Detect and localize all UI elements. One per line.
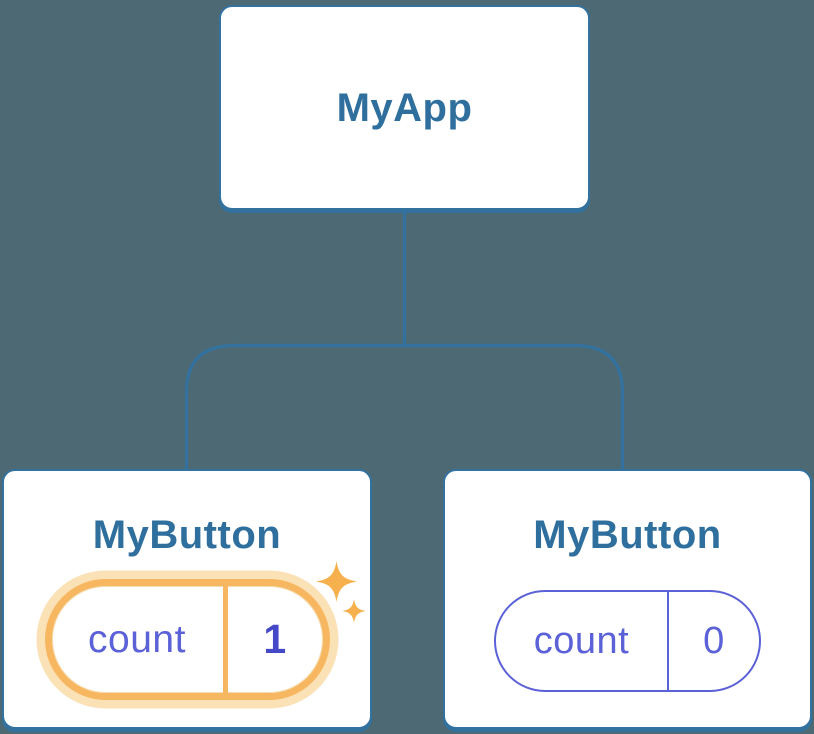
state-value-label: 0 [703,620,725,662]
state-value-label: 1 [263,616,287,662]
state-pill-active: count 1 [44,579,330,700]
state-key-label: count [88,618,186,661]
node-mybutton-inactive-label: MyButton [533,513,722,557]
node-mybutton-active-label: MyButton [92,513,282,557]
state-pill-inactive-wrap: count 0 [494,590,761,692]
state-pill-active-wrap: count 1 [44,561,366,700]
state-value-cell: 1 [228,586,323,693]
state-pill-inactive: count 0 [494,590,761,692]
state-pill-divider [222,586,228,693]
node-mybutton-inactive: MyButton count 0 [443,469,812,729]
state-pill-divider [667,592,669,690]
connector-branch [184,343,625,470]
node-mybutton-active: MyButton count 1 [2,469,372,729]
state-value-cell: 0 [669,592,759,690]
sparkle-icon-small [341,599,366,623]
node-myapp-label: MyApp [336,85,473,130]
state-key-cell: count [496,592,667,690]
state-key-label: count [533,620,630,662]
state-key-cell: count [52,586,223,693]
sparkle-icon-large [315,561,357,602]
node-myapp: MyApp [219,5,590,210]
